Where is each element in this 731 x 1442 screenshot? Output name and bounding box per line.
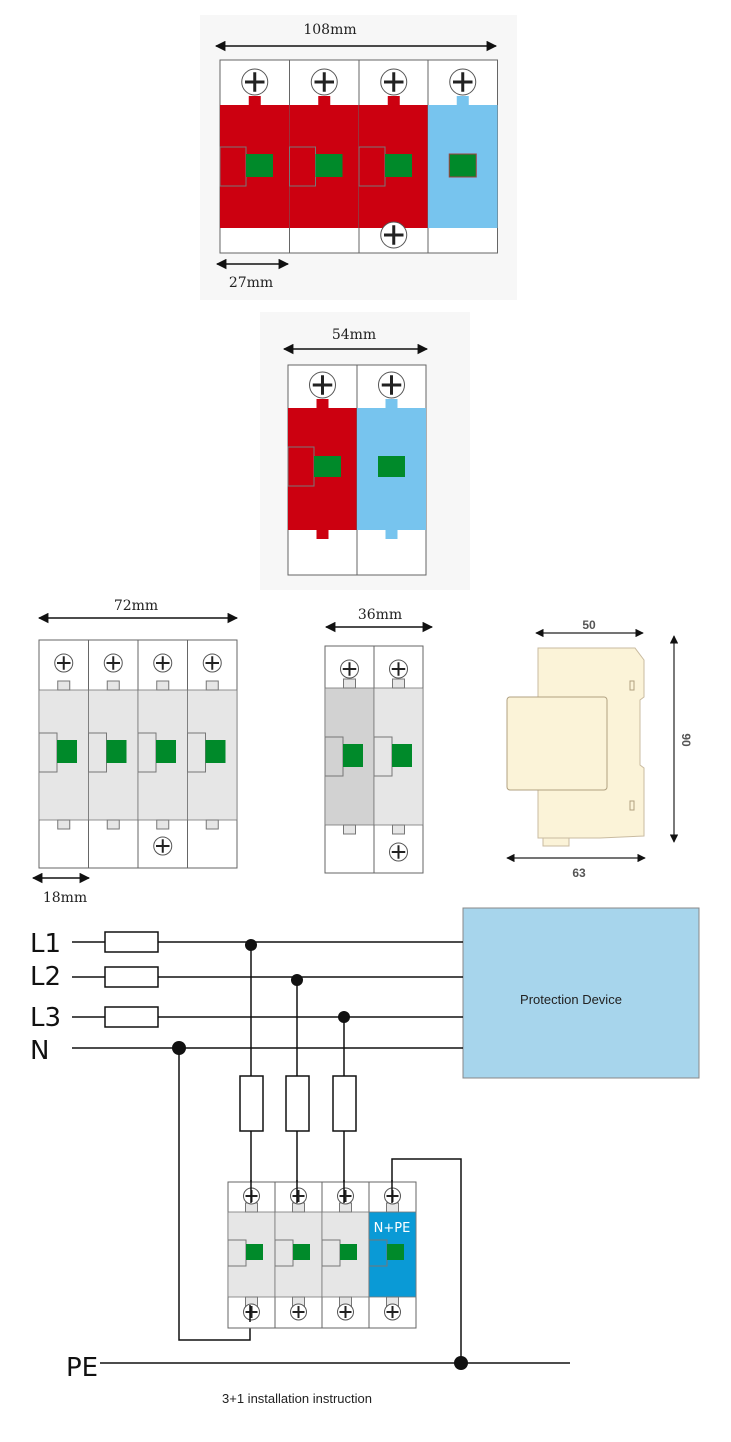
- status-indicator: [387, 1244, 404, 1260]
- status-indicator: [293, 1244, 310, 1260]
- pe-label: PE: [66, 1353, 98, 1383]
- status-indicator: [246, 1244, 263, 1260]
- screw-icon: [202, 653, 222, 673]
- depth-label: 63: [572, 866, 586, 880]
- screw-icon: [380, 68, 408, 96]
- status-indicator: [106, 740, 127, 763]
- terminal-tab: [57, 680, 71, 691]
- npe-module-label: N+PE: [374, 1221, 411, 1236]
- diagram-caption: 3+1 installation instruction: [222, 1391, 372, 1406]
- wiring-diagram: Protection Device L1 L2 L3 N PE 3+1 inst…: [30, 907, 700, 1406]
- four-pole-gray-module-diagram: 72mm 18mm: [31, 598, 239, 906]
- two-pole-red-module-diagram: 54mm: [260, 312, 470, 590]
- screw-icon: [340, 659, 359, 679]
- line-label-l3: L3: [30, 1003, 61, 1033]
- line-label-l1: L1: [30, 929, 61, 959]
- screw-icon: [153, 836, 173, 856]
- status-indicator: [392, 744, 412, 767]
- junction-dot: [454, 1356, 468, 1370]
- screw-icon: [241, 68, 269, 96]
- front-cover: [506, 696, 608, 791]
- screw-icon: [384, 1303, 401, 1321]
- bottom-clip: [542, 837, 570, 847]
- line-fuse: [104, 966, 159, 988]
- height-label: 90: [679, 733, 693, 747]
- terminal-tab: [343, 824, 356, 835]
- junction-dot: [172, 1041, 186, 1055]
- two-pole-gray-module-diagram: 36mm: [324, 607, 434, 874]
- junction-dot: [338, 1011, 350, 1023]
- screw-icon: [290, 1303, 307, 1321]
- screw-icon: [337, 1187, 354, 1205]
- protection-device-box: [462, 907, 700, 1079]
- status-indicator: [343, 744, 363, 767]
- screw-icon: [310, 68, 338, 96]
- terminal-tab: [316, 399, 329, 408]
- screw-icon: [337, 1303, 354, 1321]
- terminal-tab: [387, 96, 400, 105]
- four-pole-red-module-diagram: 108mm 27mm: [200, 15, 517, 300]
- screw-icon: [309, 371, 336, 399]
- status-indicator: [246, 154, 273, 177]
- status-indicator: [156, 740, 176, 763]
- protection-device-label: Protection Device: [520, 992, 622, 1007]
- screw-icon: [389, 659, 408, 679]
- screw-icon: [380, 221, 408, 249]
- line-label-l2: L2: [30, 962, 61, 992]
- terminal-tab: [456, 96, 469, 105]
- terminal-tab: [57, 819, 71, 830]
- junction-dot: [245, 939, 257, 951]
- terminal-tab: [248, 96, 261, 105]
- junction-dot: [291, 974, 303, 986]
- terminal-tab: [316, 530, 329, 539]
- total-width-label: 72mm: [114, 598, 158, 614]
- screw-icon: [54, 653, 74, 673]
- branch-fuse: [239, 1075, 264, 1132]
- side-view-diagram: 50 63 90: [506, 618, 693, 880]
- branch-fuse: [285, 1075, 310, 1132]
- screw-icon: [378, 371, 405, 399]
- status-indicator: [205, 740, 226, 763]
- line-fuse: [104, 1006, 159, 1028]
- screw-icon: [290, 1187, 307, 1205]
- terminal-tab: [106, 680, 120, 691]
- total-width-label: 36mm: [358, 607, 402, 623]
- status-indicator: [340, 1244, 357, 1260]
- branch-fuse: [332, 1075, 357, 1132]
- status-indicator: [448, 153, 477, 178]
- screw-icon: [103, 653, 123, 673]
- terminal-tab: [392, 824, 405, 835]
- line-label-n: N: [30, 1036, 49, 1066]
- terminal-tab: [156, 680, 170, 691]
- screw-icon: [449, 68, 477, 96]
- terminal-tab: [156, 819, 170, 830]
- terminal-tab: [343, 678, 356, 689]
- terminal-tab: [392, 678, 405, 689]
- terminal-tab: [385, 530, 398, 539]
- screw-icon: [153, 653, 173, 673]
- status-indicator: [314, 456, 341, 477]
- terminal-tab: [318, 96, 331, 105]
- terminal-tab: [106, 819, 120, 830]
- terminal-tab: [205, 819, 219, 830]
- top-width-label: 50: [582, 618, 596, 632]
- status-indicator: [378, 456, 405, 477]
- total-width-label: 54mm: [332, 327, 376, 343]
- total-width-label: 108mm: [303, 22, 356, 38]
- status-indicator: [57, 740, 77, 763]
- terminal-tab: [385, 399, 398, 408]
- npe-to-pe-line: [391, 1158, 462, 1363]
- module-width-label: 27mm: [229, 275, 273, 291]
- status-indicator: [315, 154, 343, 177]
- screw-icon: [243, 1303, 260, 1321]
- screw-icon: [389, 842, 408, 862]
- status-indicator: [385, 154, 412, 177]
- terminal-tab: [205, 680, 219, 691]
- line-fuse: [104, 931, 159, 953]
- module-width-label: 18mm: [43, 890, 87, 906]
